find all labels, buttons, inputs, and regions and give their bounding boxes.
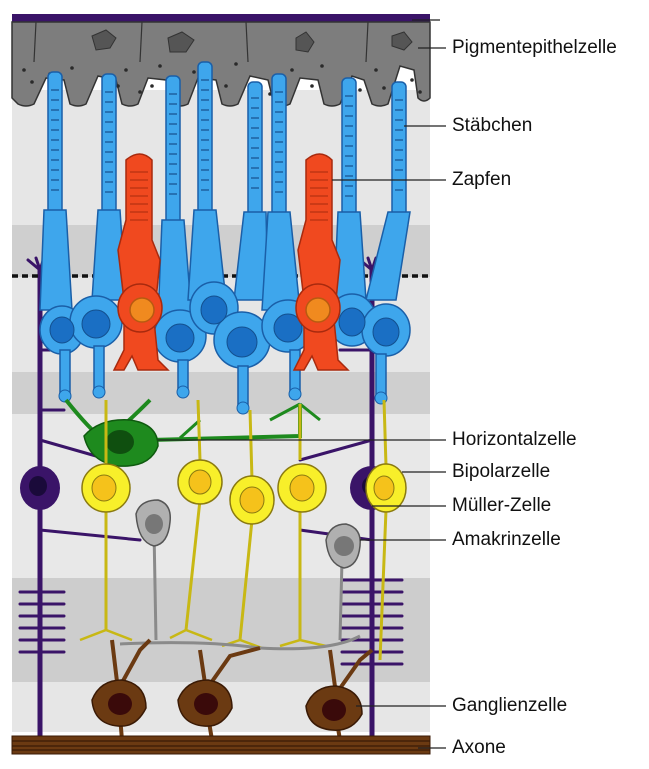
label-amacrine-cell: Amakrinzelle bbox=[452, 529, 561, 551]
label-cones: Zapfen bbox=[452, 169, 511, 191]
axon-bundle bbox=[12, 736, 430, 754]
label-rods: Stäbchen bbox=[452, 115, 532, 137]
pigment-epithelium bbox=[12, 14, 430, 106]
label-pigment-epithelium: Pigmentepithelzelle bbox=[452, 37, 617, 59]
label-bipolar-cell: Bipolarzelle bbox=[452, 461, 550, 483]
label-axons: Axone bbox=[452, 737, 506, 759]
label-horizontal-cell: Horizontalzelle bbox=[452, 429, 577, 451]
label-mueller-cell: Müller-Zelle bbox=[452, 495, 551, 517]
label-ganglion-cell: Ganglienzelle bbox=[452, 695, 567, 717]
